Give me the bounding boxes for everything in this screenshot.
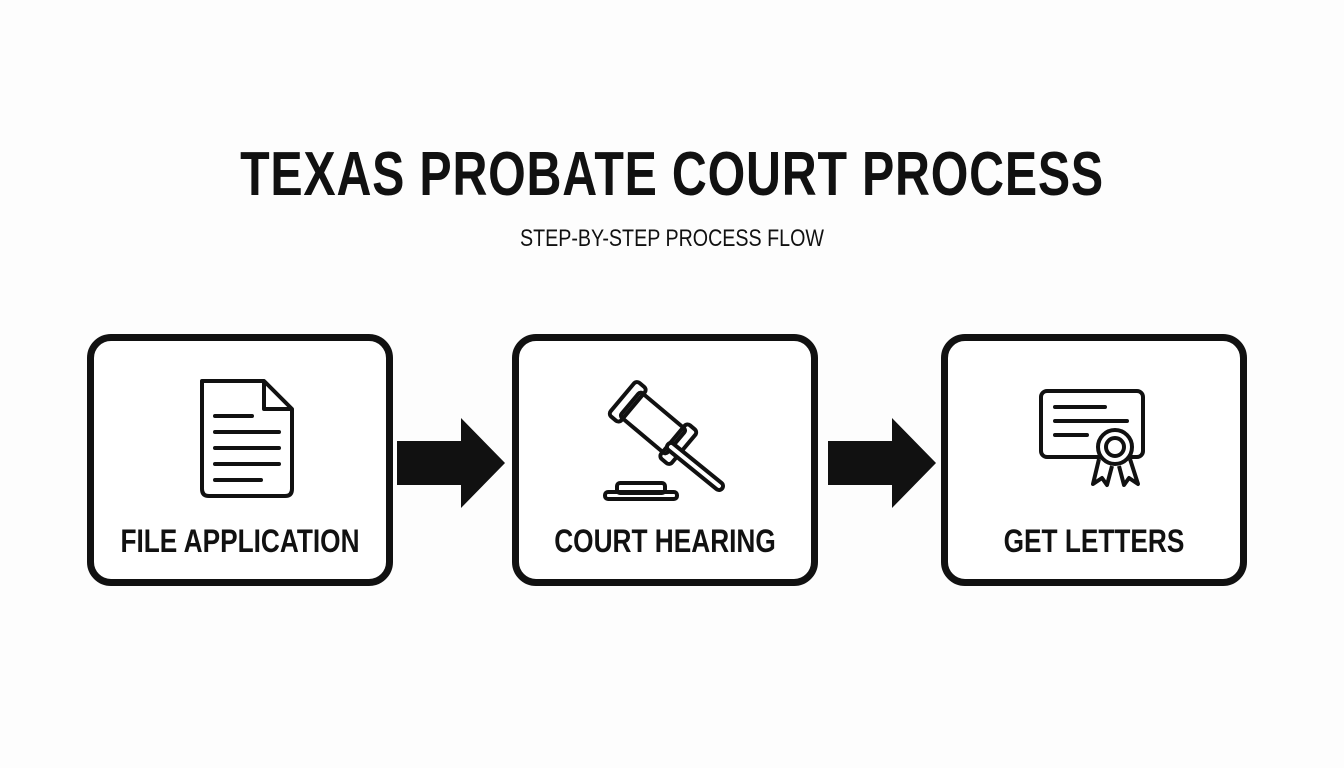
- arrow-right-icon: [828, 418, 936, 508]
- step-label: COURT HEARING: [554, 523, 776, 559]
- step-get-letters: GET LETTERS: [941, 334, 1247, 586]
- step-label: FILE APPLICATION: [120, 523, 360, 559]
- arrow-right-icon: [397, 418, 505, 508]
- step-file-application: FILE APPLICATION: [87, 334, 393, 586]
- step-label: GET LETTERS: [1003, 523, 1185, 559]
- document-icon: [94, 371, 386, 501]
- step-court-hearing: COURT HEARING: [512, 334, 818, 586]
- diagram-subtitle: STEP-BY-STEP PROCESS FLOW: [519, 225, 825, 252]
- gavel-icon: [519, 371, 811, 501]
- diagram-title: TEXAS PROBATE COURT PROCESS: [240, 140, 1104, 209]
- certificate-icon: [948, 371, 1240, 501]
